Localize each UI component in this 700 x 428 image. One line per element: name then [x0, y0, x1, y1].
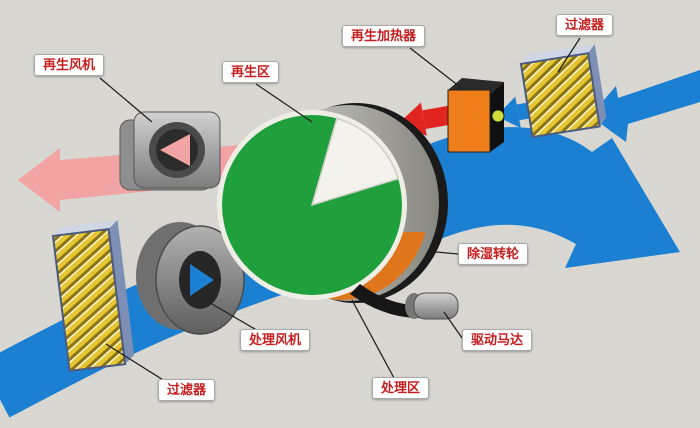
leader-filter-top: [557, 37, 581, 73]
leader-dehumid-wheel: [435, 251, 459, 255]
filter-top-top-face: [520, 44, 595, 64]
label-dehumid-wheel: 除湿转轮: [458, 243, 529, 265]
leader-drive-motor: [443, 311, 463, 339]
filter-top-media: [519, 52, 601, 139]
leader-process-fan: [211, 303, 261, 333]
drive-motor: [405, 292, 459, 320]
process-fan: [136, 222, 245, 335]
filter-top-side-face: [588, 44, 607, 127]
heater-indicator-light: [491, 109, 505, 123]
filtered-air-arrow-head: [496, 96, 521, 129]
filter-top-block: [519, 44, 607, 139]
regen-fan: [119, 111, 221, 191]
label-drive-motor: 驱动马达: [462, 329, 533, 351]
label-regen-fan: 再生风机: [34, 54, 105, 76]
wheel-regen-sector: [310, 117, 400, 207]
leader-process-zone: [351, 299, 395, 379]
leader-regen-fan: [99, 77, 153, 123]
label-regen-zone: 再生区: [222, 61, 280, 83]
filter-bottom-top-face: [52, 219, 118, 236]
leader-filter-bottom: [105, 343, 169, 384]
regen-heater-block: [447, 78, 505, 153]
label-filter-bottom: 过滤器: [158, 379, 216, 401]
leader-lines: [99, 37, 581, 384]
regen-fan-flow-arrow: [160, 134, 190, 166]
process-air-outlet-arrow: [400, 127, 680, 269]
regen-air-inlet-arrow: [590, 70, 700, 142]
leader-regen-heater: [409, 47, 465, 91]
label-process-zone: 处理区: [372, 377, 430, 399]
label-filter-top: 过滤器: [556, 14, 614, 36]
label-process-fan: 处理风机: [240, 329, 311, 351]
filter-bottom-block: [51, 219, 135, 373]
hot-air-arrow-head: [398, 102, 427, 136]
filter-bottom-media: [51, 228, 127, 373]
heater-front-face: [447, 89, 491, 153]
label-regen-heater: 再生加热器: [342, 25, 426, 47]
motor-body: [413, 292, 459, 320]
filter-bottom-side-face: [108, 219, 135, 365]
leader-regen-zone: [255, 83, 313, 123]
desiccant-wheel: [217, 103, 448, 303]
process-fan-flow-arrow: [190, 264, 214, 296]
